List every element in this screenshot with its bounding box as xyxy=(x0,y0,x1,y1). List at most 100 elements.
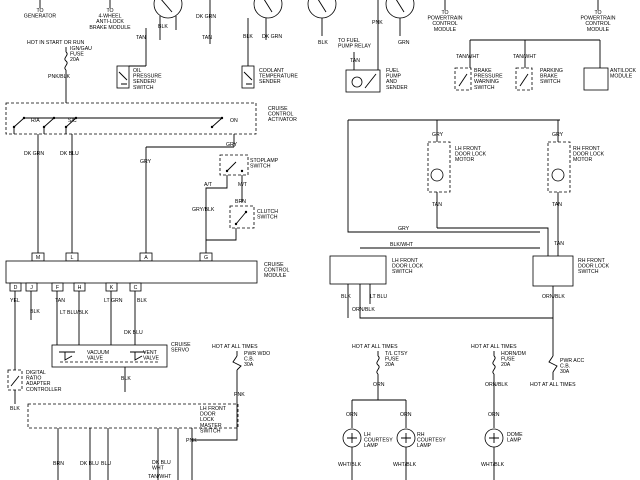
label-conn-f: F xyxy=(56,285,59,291)
gauge-fuel xyxy=(307,0,337,19)
rh-lamp-filament xyxy=(401,433,411,443)
label-gry-lh-motor: GRY xyxy=(432,132,444,138)
label-conn-d: D xyxy=(14,285,18,291)
label-blu-2: BLU xyxy=(101,461,111,467)
label-wht-blk-3: WHT/BLK xyxy=(481,462,505,468)
label-wht-blk-2: WHT/BLK xyxy=(393,462,417,468)
dome-lamp-filament xyxy=(489,433,499,443)
oil-sender-symbol xyxy=(118,71,128,85)
label-at: A/T xyxy=(204,182,213,188)
rh-lock-motor-box xyxy=(547,141,571,193)
label-gry-2: GRY xyxy=(226,142,238,148)
label-lt-grn: LT GRN xyxy=(104,298,123,304)
horn-fuse-symbol xyxy=(492,355,496,375)
wire-gry-bus xyxy=(347,120,540,233)
lh-lamp-filament xyxy=(347,433,357,443)
label-tan-wht-2: TAN/WHT xyxy=(513,54,537,60)
rh-lock-motor xyxy=(551,168,565,182)
label-dk-blu-1: DK BLU xyxy=(60,151,79,157)
label-orn-rh: ORN xyxy=(400,412,412,418)
wire-lhsw-ornblk xyxy=(359,284,553,319)
label-conn-h: H xyxy=(78,285,82,291)
coolant-temp-sender xyxy=(241,65,255,89)
servo-valves xyxy=(59,351,160,363)
label-pnk-2: PNK xyxy=(186,438,197,444)
label-blk-servo: BLK xyxy=(121,376,131,382)
fuel-sender-symbol xyxy=(364,73,377,89)
label-tan-bus: TAN xyxy=(554,241,564,247)
label-sw-sc: S/C xyxy=(68,118,77,124)
label-blk-j: BLK xyxy=(30,309,40,315)
pwr-acc-cb-symbol xyxy=(548,355,558,373)
label-tan-wht-bottom: TAN/WHT xyxy=(148,474,172,480)
label-pnk-blk-1: PNK/BLK xyxy=(48,74,70,80)
cruise-control-module xyxy=(5,260,258,284)
label-lt-blu-blk: LT BLU/BLK xyxy=(60,310,89,316)
label-conn-m: M xyxy=(36,255,40,261)
label-tan-top-1: TAN xyxy=(136,35,146,41)
gauge-fuel-level-needle xyxy=(395,0,405,13)
label-grn-top: GRN xyxy=(398,40,410,46)
gauge-fuel-needle xyxy=(317,0,327,13)
label-hot-start-run: HOT IN START OR RUN xyxy=(27,40,85,46)
label-gry-blk: GRY/BLK xyxy=(192,207,215,213)
label-conn-l: L xyxy=(71,255,74,261)
label-tan-top-2: TAN xyxy=(202,35,212,41)
cruise-activator-box xyxy=(5,102,257,135)
module-bottom-connectors xyxy=(9,282,142,292)
brake-pressure-switch xyxy=(454,67,472,91)
label-orn-blk-3: ORN/BLK xyxy=(485,382,508,388)
label-tan-wht-1: TAN/WHT xyxy=(456,54,480,60)
label-dk-blu-c: DK BLU xyxy=(124,330,143,336)
label-dk-grn-top: DK GRN xyxy=(196,14,216,20)
label-tan-lh-motor: TAN xyxy=(432,202,442,208)
label-blk-lhsw: BLK xyxy=(341,294,351,300)
label-tan-f: TAN xyxy=(55,298,65,304)
oil-pressure-sender xyxy=(116,65,130,89)
parking-brake-contacts xyxy=(519,73,529,87)
label-sw-ra: R/A xyxy=(31,118,40,124)
label-conn-k: K xyxy=(110,285,114,291)
gauge-coolant xyxy=(253,0,283,19)
label-conn-a: A xyxy=(144,255,148,261)
label-mt: M/T xyxy=(238,182,248,188)
clutch-switch-box xyxy=(229,205,255,229)
label-conn-g: G xyxy=(204,255,208,261)
gauge-fuel-level xyxy=(385,0,415,19)
brake-pressure-contacts xyxy=(458,73,468,87)
label-conn-j: J xyxy=(30,285,33,291)
label-tan-rh-motor: TAN xyxy=(552,202,562,208)
label-orn-1: ORN xyxy=(373,382,385,388)
pwr-wdo-cb-symbol xyxy=(232,355,242,371)
label-gry-bus: GRY xyxy=(398,226,410,232)
label-orn-dome: ORN xyxy=(488,412,500,418)
ign-fuse-symbol xyxy=(64,51,68,71)
gauge-oil xyxy=(153,0,183,19)
label-blk-top-1: BLK xyxy=(158,24,168,30)
cruise-servo-box xyxy=(51,344,168,368)
label-tan-fuel: TAN xyxy=(350,58,360,64)
label-dk-grn-1: DK GRN xyxy=(24,151,44,157)
gauge-coolant-needle xyxy=(263,0,273,13)
gauge-oil-needle xyxy=(161,0,173,13)
label-dk-blu-2: DK BLU xyxy=(80,461,99,467)
